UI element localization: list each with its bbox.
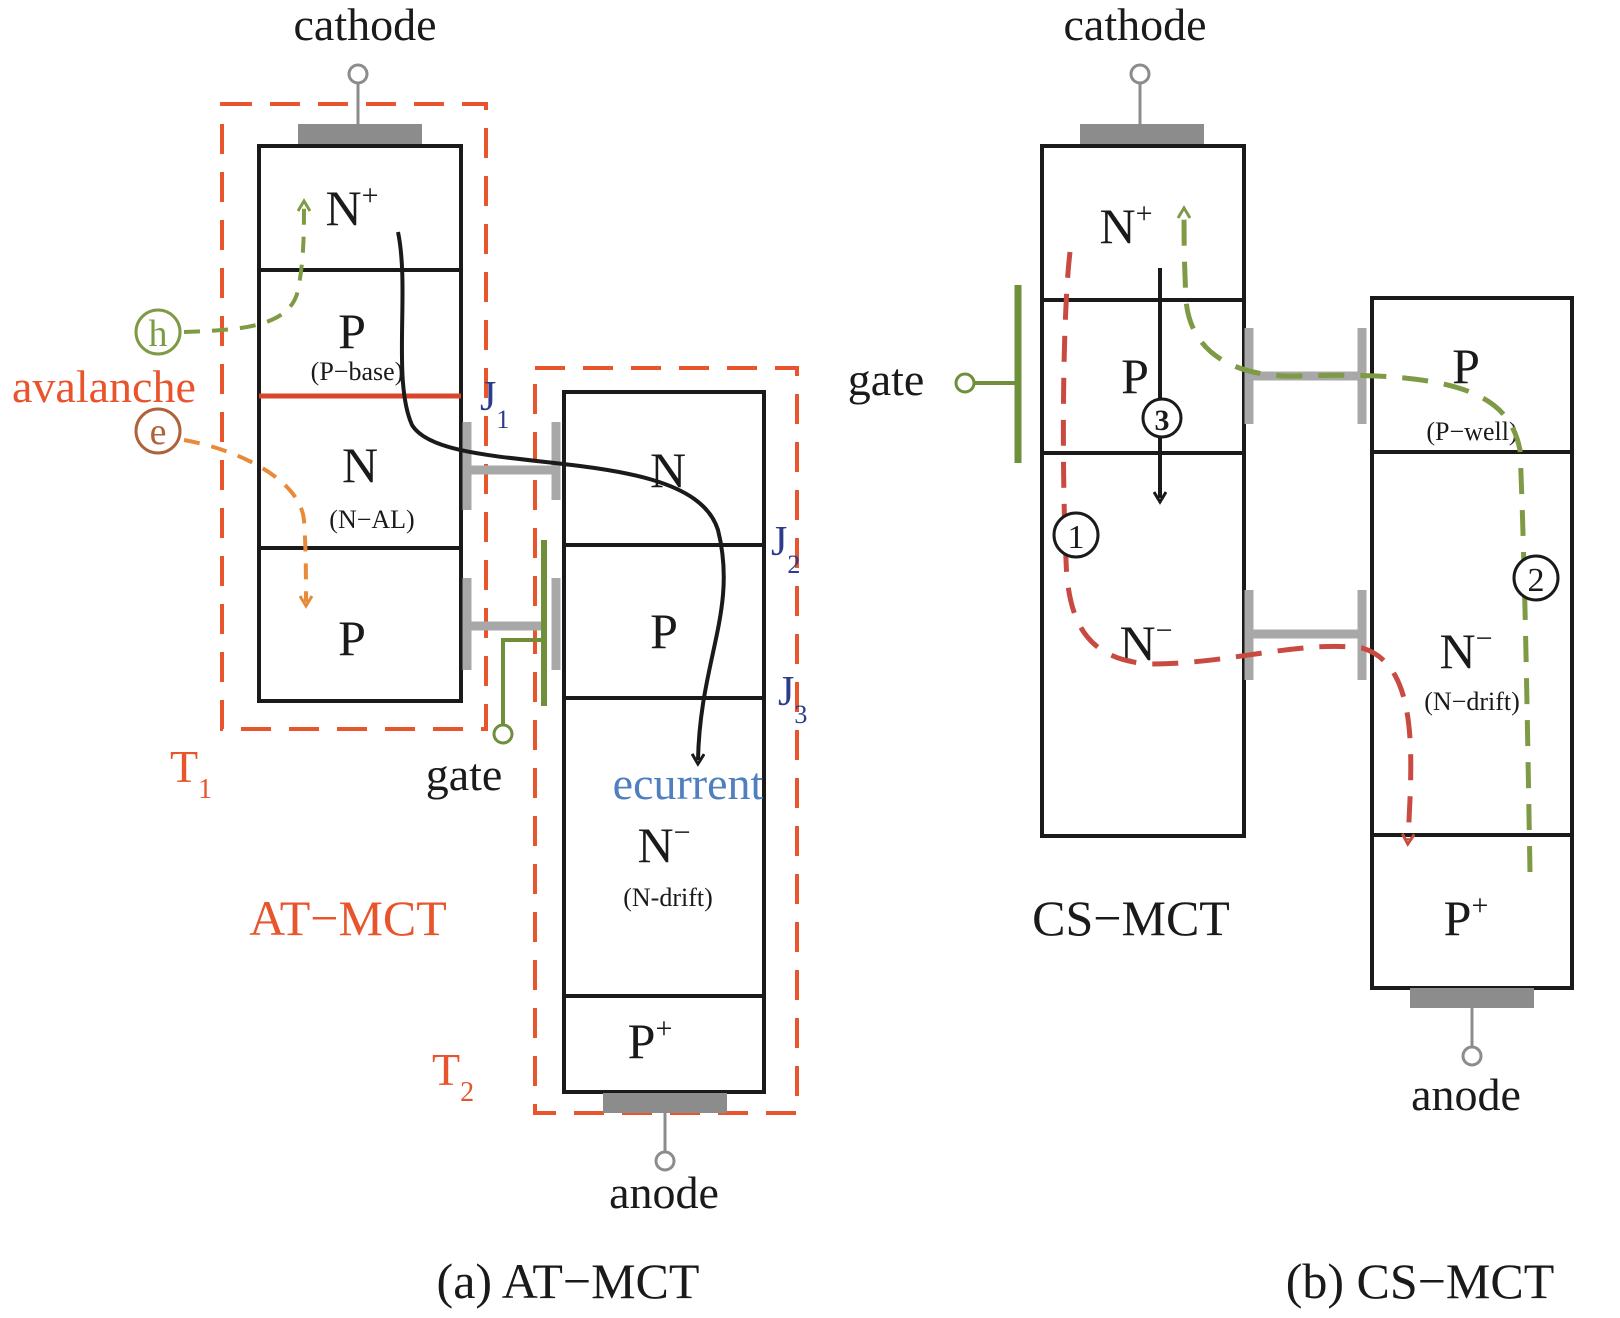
t2-region-pplus: P+ [628, 1012, 673, 1069]
t1-region-pbase: P [338, 303, 366, 359]
t1-region-p: P [338, 610, 366, 666]
electron-marker-label: e [150, 411, 167, 453]
electron-path [183, 438, 306, 602]
device-label-at-mct: AT−MCT [249, 890, 447, 946]
t1-region-pbase-note: (P−base) [311, 357, 404, 386]
t2-outline [562, 390, 766, 1094]
anode-terminal-b [1461, 1045, 1483, 1067]
anode-label: anode [609, 1167, 719, 1218]
gate-label-b: gate [848, 354, 925, 405]
t2-column: N P N− (N-drift) P+ [562, 390, 766, 1094]
path-3-label: 3 [1155, 404, 1170, 437]
t2-dashed-box [533, 366, 799, 1115]
path-2-label: 2 [1528, 562, 1545, 599]
cs-left-column: N+ P N− [1040, 144, 1246, 838]
cs-left-region-nplus: N+ [1099, 197, 1152, 254]
cs-right-region-pwell-note: (P−well) [1426, 417, 1517, 446]
ecurrent-label: ecurrent [613, 758, 764, 809]
path-1-red [1060, 251, 1410, 840]
caption-a: (a) AT−MCT [437, 1253, 700, 1309]
gate-label: gate [426, 749, 503, 800]
anode-contact [603, 1093, 727, 1113]
t1-dashed-box [220, 102, 488, 731]
cathode-terminal-b [1129, 63, 1151, 85]
anode-terminal [654, 1150, 676, 1172]
hole-marker-label: h [149, 313, 168, 355]
junction-j3: J3 [778, 669, 807, 729]
junction-j2: J2 [771, 519, 800, 579]
t1-region-nplus: N+ [325, 179, 378, 236]
path-3-marker [1141, 397, 1183, 439]
cs-right-column: P (P−well) N− (N−drift) P+ [1370, 296, 1574, 990]
t1-column: N+ P (P−base) N (N−AL) P [257, 144, 463, 703]
cathode-terminal [347, 63, 369, 85]
t2-region-p: P [650, 603, 678, 659]
t1-region-nal: N [342, 437, 378, 493]
electron-marker [134, 407, 182, 455]
panel-b: cathode N+ P N− P (P−well) N− (N−drift) … [848, 0, 1574, 1309]
path-2-green [1184, 212, 1533, 873]
anode-label-b: anode [1411, 1069, 1521, 1120]
gate-terminal [492, 723, 514, 745]
caption-b: (b) CS−MCT [1286, 1253, 1555, 1309]
device-label-cs-mct: CS−MCT [1032, 890, 1230, 946]
anode-contact-b [1410, 988, 1534, 1008]
cathode-contact [298, 124, 422, 144]
hole-path [183, 205, 304, 334]
cs-right-region-pwell: P [1452, 338, 1480, 394]
path-2-marker [1512, 554, 1560, 602]
avalanche-label: avalanche [12, 361, 196, 412]
cathode-label: cathode [293, 0, 436, 50]
cs-left-region-p: P [1121, 348, 1149, 404]
cs-right-region-ndrift-note: (N−drift) [1424, 687, 1520, 716]
cs-right-region-pplus: P+ [1444, 889, 1489, 946]
connection-lower [462, 578, 561, 670]
cs-gate-electrode [954, 285, 1022, 463]
cs-connection-upper [1244, 328, 1367, 424]
cs-left-outline [1040, 144, 1246, 838]
panel-a: cathode N+ P (P−base) N (N−AL) P N P N− … [12, 0, 807, 1309]
path-1-label: 1 [1068, 519, 1085, 556]
gate-electrode [492, 540, 547, 745]
path-1-marker [1052, 511, 1100, 559]
cs-gate-terminal [954, 372, 976, 394]
t2-region-ndrift-note: (N-drift) [623, 883, 713, 912]
t1-region-nal-note: (N−AL) [329, 505, 414, 534]
cs-right-region-ndrift: N− [1439, 622, 1492, 679]
t2-label: T2 [432, 1044, 474, 1108]
hole-marker [134, 308, 182, 356]
junction-j1: J1 [480, 374, 509, 434]
t1-label: T1 [170, 741, 212, 805]
cs-connection-lower [1244, 590, 1367, 680]
connection-upper [462, 422, 561, 510]
electron-current-path [396, 231, 726, 760]
t1-outline [257, 144, 463, 703]
cathode-contact-b [1080, 124, 1204, 144]
t2-region-ndrift: N− [637, 816, 690, 873]
cathode-label-b: cathode [1063, 0, 1206, 50]
